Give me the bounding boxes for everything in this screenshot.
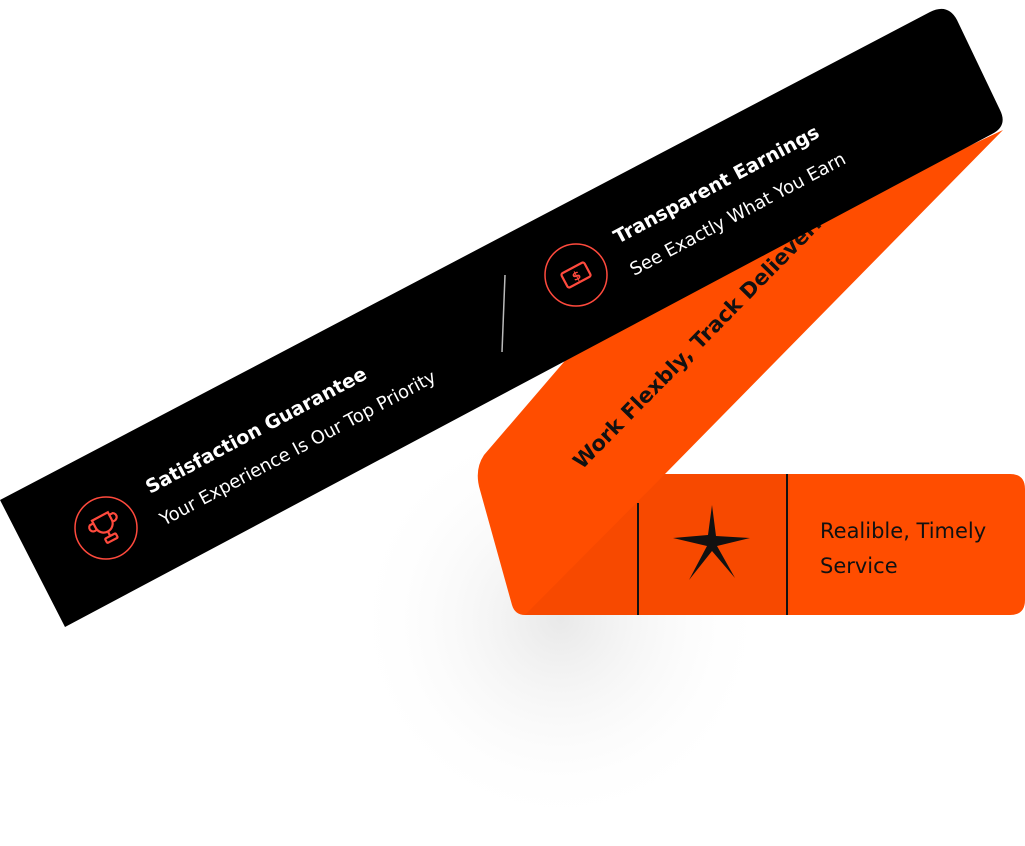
box-line2: Service [820, 554, 898, 578]
trophy-icon [74, 496, 138, 560]
divider [501, 274, 506, 353]
star-icon [673, 505, 750, 580]
service-box: Realible, Timely Service [637, 474, 986, 615]
box-line1: Realible, Timely [820, 519, 986, 543]
